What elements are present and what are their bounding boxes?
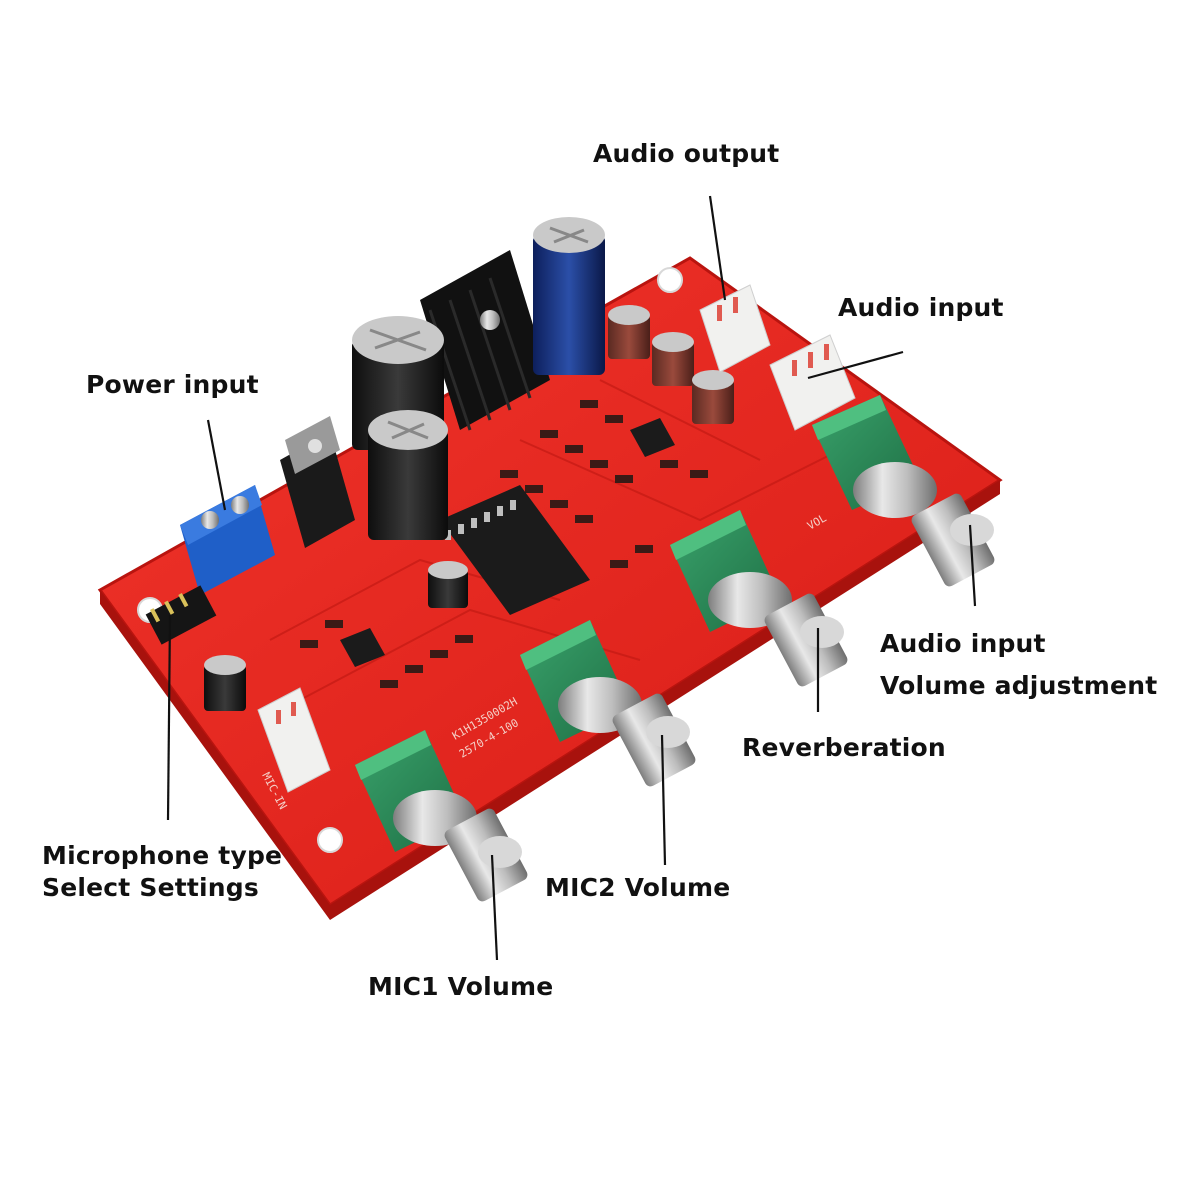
callout-audio-output: [708, 195, 727, 301]
label-mic2-volume: MIC2 Volume: [545, 873, 731, 902]
capacitor-black: [368, 410, 448, 540]
audio-output-connector: [699, 284, 771, 373]
voltage-regulator: [280, 416, 355, 548]
dip-ic: [440, 485, 590, 615]
potentiometer-mic1: [355, 730, 528, 902]
potentiometer-reverb: [670, 510, 848, 687]
mic-in-connector: [257, 687, 331, 793]
label-power-input: Power input: [86, 370, 259, 399]
potentiometer-vol: [812, 395, 995, 587]
label-mic-type-line2: Select Settings: [42, 873, 259, 902]
callout-mic1-volume: [490, 854, 499, 961]
smd-ic: [630, 418, 675, 457]
mounting-hole: [657, 267, 683, 293]
potentiometer-mic2: [520, 620, 696, 787]
label-audio-input: Audio input: [838, 293, 1004, 322]
smd-ic: [340, 628, 385, 667]
callout-mic-type: [166, 614, 172, 821]
label-mic1-volume: MIC1 Volume: [368, 972, 554, 1001]
audio-input-connector: [769, 334, 856, 431]
callout-audio-input-volume: [968, 524, 977, 607]
capacitor-small: [204, 305, 734, 711]
label-audio-input-volume-line1: Audio input: [880, 629, 1046, 658]
callout-power-input: [206, 419, 227, 511]
callout-audio-input: [807, 350, 904, 380]
jumper-header: [145, 585, 217, 645]
callout-mic2-volume: [660, 734, 667, 866]
label-mic-type-line1: Microphone type: [42, 841, 283, 870]
mounting-hole: [317, 827, 343, 853]
label-reverberation: Reverberation: [742, 733, 946, 762]
label-audio-output: Audio output: [593, 139, 780, 168]
label-audio-input-volume-line2: Volume adjustment: [880, 671, 1158, 700]
capacitor-blue: [533, 217, 605, 375]
power-terminal: [180, 485, 275, 595]
heatsink: [420, 250, 550, 431]
